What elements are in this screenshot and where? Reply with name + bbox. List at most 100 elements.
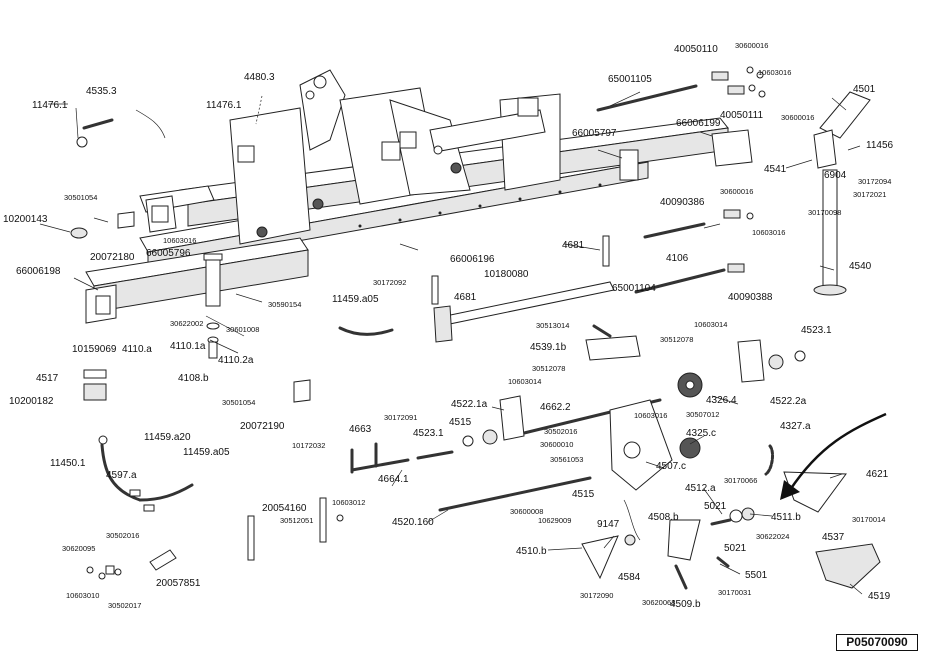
label-4515: 4515 [449,417,472,428]
label-30170031: 30170031 [718,588,751,597]
drawing-reference-code: P05070090 [836,634,918,651]
label-30600008: 30600008 [510,507,543,516]
label-30601008: 30601008 [226,325,259,334]
label-30172090: 30172090 [580,591,613,600]
label-30170066: 30170066 [724,476,757,485]
label-30170014: 30170014 [852,515,885,524]
label-4110-1a: 4110.1a [170,341,206,352]
label-30620095: 30620095 [62,544,95,553]
label-30600016-c: 30600016 [720,187,753,196]
label-4541: 4541 [764,164,787,175]
label-20054160: 20054160 [262,503,307,514]
label-30600010: 30600010 [540,440,573,449]
label-4663: 4663 [349,424,372,435]
label-30512051: 30512051 [280,516,313,525]
label-11459-a05-b: 11459.a05 [183,447,230,458]
label-10603012: 10603012 [332,498,365,507]
label-30600016-b: 30600016 [781,113,814,122]
metering-unit-parts [247,324,887,590]
label-4681-second: 4681 [454,292,477,303]
label-30502016: 30502016 [544,427,577,436]
label-30622024: 30622024 [756,532,789,541]
label-11459-a05: 11459.a05 [332,294,379,305]
label-66006198: 66006198 [16,266,61,277]
label-10603016-b: 10603016 [163,236,196,245]
label-4110-a: 4110.a [122,344,152,355]
label-5021-b: 5021 [724,543,747,554]
label-65001105: 65001105 [608,74,652,85]
label-4664-1: 4664.1 [378,474,409,485]
label-11476-1: 11476.1 [32,100,68,111]
label-4662-2: 4662.2 [540,402,571,413]
label-30600016: 30600016 [735,41,768,50]
label-40050110: 40050110 [674,44,718,55]
label-10603010: 10603010 [66,591,99,600]
label-4523-1: 4523.1 [801,325,832,336]
label-4621: 4621 [866,469,889,480]
label-66005797: 66005797 [572,128,617,139]
label-30507012: 30507012 [686,410,719,419]
label-10180080: 10180080 [484,269,529,280]
label-30170098: 30170098 [808,208,841,217]
label-4512-a: 4512.a [685,483,716,494]
label-11476-1-second: 11476.1 [206,100,242,111]
label-4537: 4537 [822,532,845,543]
label-30501054-b: 30501054 [222,398,255,407]
label-30622002: 30622002 [170,319,203,328]
label-40090388: 40090388 [728,292,773,303]
label-4539-1b: 4539.1b [530,342,567,353]
leader-lines [39,91,863,595]
label-4326-4: 4326.4 [706,395,737,406]
label-4681: 4681 [562,240,585,251]
label-30590154: 30590154 [268,300,301,309]
label-20057851: 20057851 [156,578,201,589]
label-30512078: 30512078 [660,335,693,344]
label-11450-1: 11450.1 [50,458,86,469]
label-65001104: 65001104 [612,283,656,294]
label-4511-b: 4511.b [771,512,801,523]
label-40090386: 40090386 [660,197,705,208]
label-30502017: 30502017 [108,601,141,610]
label-11459-a20: 11459.a20 [144,432,191,443]
label-4507-c: 4507.c [656,461,686,472]
label-4523-1-b: 4523.1 [413,428,444,439]
label-30172092: 30172092 [373,278,406,287]
left-small-parts [70,95,394,580]
label-30172094: 30172094 [858,177,891,186]
label-10603016-c: 10603016 [752,228,785,237]
label-4535-3: 4535.3 [86,86,117,97]
label-30501054: 30501054 [64,193,97,202]
label-4597-a: 4597.a [106,470,137,481]
label-4327-a: 4327.a [780,421,811,432]
label-4501: 4501 [853,84,876,95]
label-4508-b: 4508.b [648,512,679,523]
label-30512078-b: 30512078 [532,364,565,373]
label-4106: 4106 [666,253,689,264]
label-4510-b: 4510.b [516,546,547,557]
label-4509-b: 4509.b [670,599,701,610]
label-6904: 6904 [824,170,847,181]
main-frame-drawing [85,69,753,359]
label-10603014: 10603014 [694,320,727,329]
label-10629009: 10629009 [538,516,571,525]
label-10603016-d: 10603016 [634,411,667,420]
label-4522-2a: 4522.2a [770,396,807,407]
label-5021: 5021 [704,501,727,512]
label-30561053: 30561053 [550,455,583,464]
label-30172091: 30172091 [384,413,417,422]
label-10159069: 10159069 [72,344,117,355]
label-66006196: 66006196 [450,254,495,265]
label-30502016-b: 30502016 [106,531,139,540]
label-66005796: 66005796 [146,248,191,259]
right-top-parts [431,66,871,343]
label-10603016: 10603016 [758,68,791,77]
label-4540: 4540 [849,261,872,272]
label-5501: 5501 [745,570,768,581]
label-10603014-b: 10603014 [508,377,541,386]
label-30620063: 30620063 [642,598,675,607]
label-4515-b: 4515 [572,489,595,500]
label-10200182: 10200182 [9,396,54,407]
